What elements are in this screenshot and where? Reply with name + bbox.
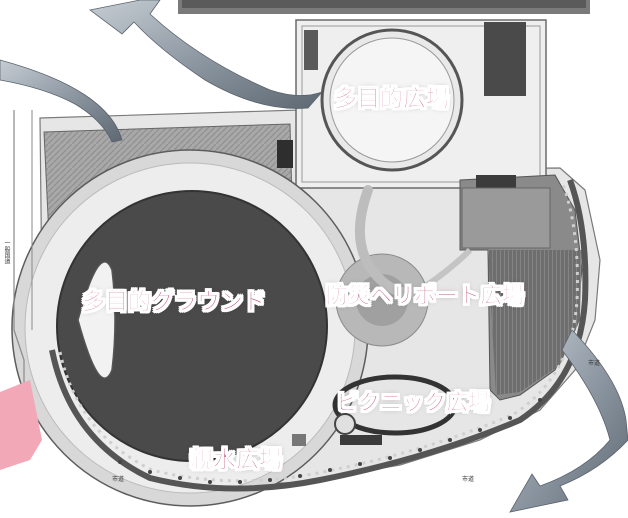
multi-purpose-ground-label: 多目的グラウンド	[82, 289, 267, 315]
bottom-right-road-label: 市道	[462, 476, 475, 483]
left-arrow-decoration	[0, 59, 123, 143]
bottom-left-road-label: 市道	[112, 476, 125, 483]
disaster-heliport-plaza-label: 防災ヘリポート広場	[326, 284, 525, 309]
multi-ground-circle	[56, 190, 328, 462]
multi-purpose-plaza-label: 多目的広場	[334, 86, 450, 112]
picnic-plaza-label: ピクニック広場	[336, 391, 491, 416]
left-road-label: 一般国道	[3, 240, 10, 264]
right-road-label: 市道	[588, 360, 601, 367]
top-arrow-decoration	[89, 0, 323, 109]
waterside-plaza-label: 親水広場	[190, 447, 283, 473]
pink-area-patch	[0, 380, 42, 470]
bottom-right-arrow-decoration	[509, 329, 628, 513]
